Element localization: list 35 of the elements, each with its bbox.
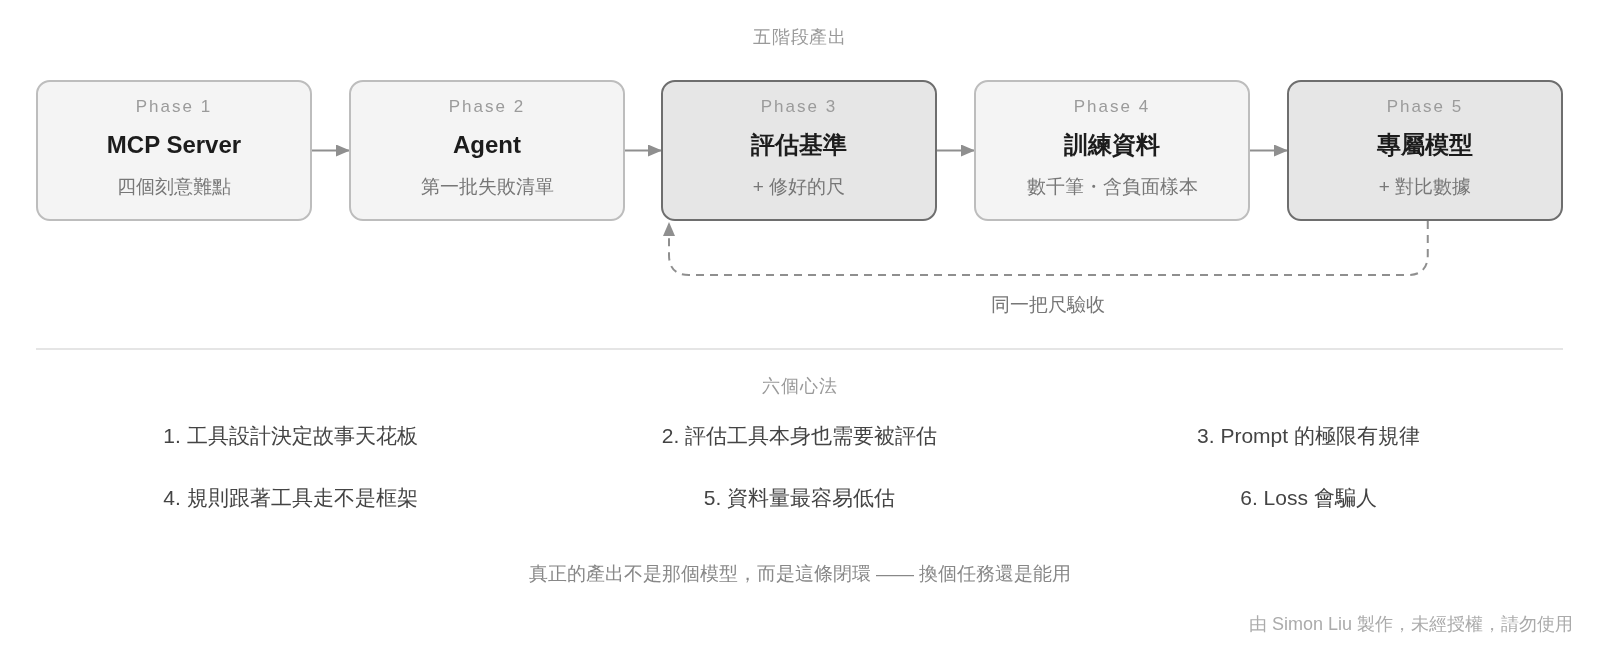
node-title: 訓練資料 (1064, 130, 1160, 160)
node-subtitle: + 對比數據 (1378, 175, 1472, 199)
arrow (624, 144, 662, 157)
phase-label: Phase 1 (135, 97, 213, 117)
arrow (1249, 144, 1288, 157)
node-title: 專屬模型 (1377, 130, 1473, 160)
credit-note: 由 Simon Liu 製作，未經授權，請勿使用 (1248, 613, 1573, 636)
section-heading: 六個心法 (762, 375, 838, 398)
phase-label: Phase 3 (760, 97, 838, 117)
phase-box (349, 80, 625, 221)
principle-text: 2. 評估工具本身也需要被評估 (661, 423, 938, 449)
principle-text: 5. 資料量最容易低估 (703, 485, 896, 511)
section-heading: 五階段產出 (752, 26, 848, 49)
caption: 真正的產出不是那個模型，而是這條閉環 —— 換個任務還是能用 (528, 562, 1072, 586)
phase-label: Phase 4 (1073, 97, 1151, 117)
phase-box (1287, 80, 1563, 221)
node-subtitle: + 修好的尺 (752, 175, 846, 199)
node-subtitle: 數千筆・含負面樣本 (1026, 175, 1198, 199)
phase-label: Phase 5 (1386, 97, 1464, 117)
principle-text: 4. 規則跟著工具走不是框架 (163, 485, 418, 511)
phase-box (974, 80, 1250, 221)
phase-box (661, 80, 937, 221)
principle-text: 1. 工具設計決定故事天花板 (163, 423, 418, 449)
arrow (936, 144, 975, 157)
principle-text: 6. Loss 會騙人 (1240, 485, 1377, 511)
node-subtitle: 四個刻意難點 (117, 175, 231, 199)
phase-label: Phase 2 (448, 97, 526, 117)
dashed-arrow (663, 220, 1429, 276)
principle-text: 3. Prompt 的極限有規律 (1197, 423, 1420, 449)
node-subtitle: 第一批失敗清單 (420, 175, 554, 199)
phase-box (36, 80, 312, 221)
node-title: Agent (453, 130, 521, 160)
arrow (311, 144, 350, 157)
node-title: MCP Server (106, 130, 242, 160)
node-title: 評估基準 (751, 130, 847, 160)
